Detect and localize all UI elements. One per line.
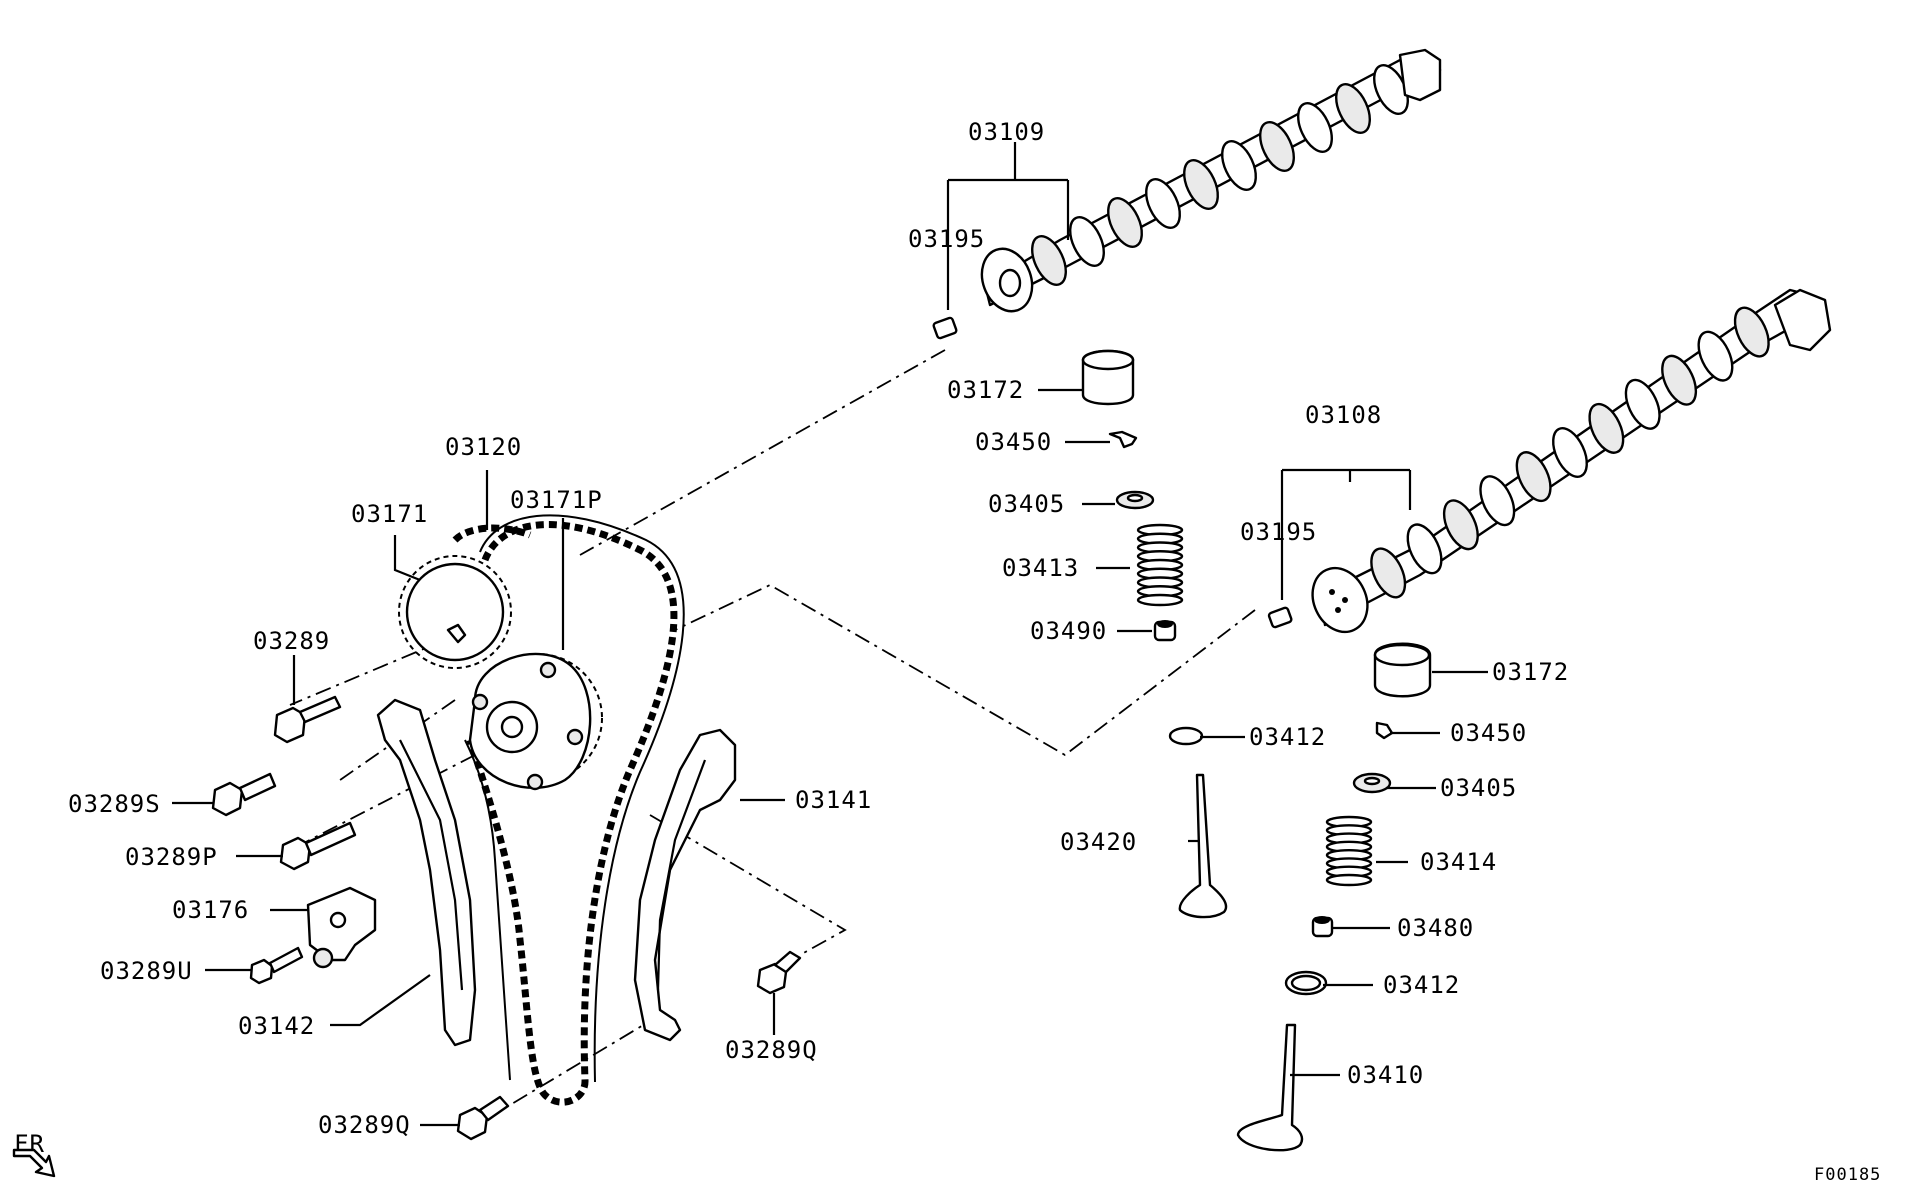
label-03289Q-right: 03289Q bbox=[725, 1036, 818, 1064]
dowel-pin-lower[interactable] bbox=[1267, 606, 1293, 629]
label-03413: 03413 bbox=[1002, 554, 1079, 582]
label-03120: 03120 bbox=[445, 433, 522, 461]
cam-lobe bbox=[1588, 402, 1625, 454]
valve-lifter-upper[interactable] bbox=[1081, 349, 1135, 406]
label-03289U: 03289U bbox=[100, 957, 193, 985]
cam-lobe bbox=[1624, 378, 1661, 430]
intake-valve[interactable] bbox=[1178, 773, 1228, 919]
chain-tensioner-lever[interactable] bbox=[633, 728, 737, 1042]
intake-camshaft[interactable] bbox=[1302, 288, 1832, 641]
stem-seal-lower[interactable] bbox=[1311, 916, 1334, 938]
cam-lobe bbox=[1297, 102, 1333, 153]
label-03412-upper: 03412 bbox=[1249, 723, 1326, 751]
exhaust-valve[interactable] bbox=[1236, 1023, 1304, 1152]
spring-retainer-lower[interactable] bbox=[1352, 772, 1392, 794]
cam-lobe bbox=[1145, 178, 1181, 229]
spring-coil bbox=[1136, 593, 1184, 607]
part-labels: 03109 03195 03172 03450 03405 03413 0349… bbox=[68, 118, 1569, 1139]
label-03108: 03108 bbox=[1305, 401, 1382, 429]
cam-lobe bbox=[1221, 140, 1257, 191]
vvt-sprocket[interactable] bbox=[468, 652, 603, 791]
cam-lobe bbox=[1370, 547, 1407, 599]
stem-seal-upper[interactable] bbox=[1153, 620, 1177, 642]
label-03195-lower: 03195 bbox=[1240, 518, 1317, 546]
spring-seat-upper[interactable] bbox=[1168, 726, 1204, 746]
cam-lobe bbox=[1335, 83, 1371, 134]
label-03289S: 03289S bbox=[68, 790, 161, 818]
valve-lifter-lower[interactable] bbox=[1373, 642, 1432, 698]
label-03289: 03289 bbox=[253, 627, 330, 655]
bolt-03289U[interactable] bbox=[249, 946, 304, 985]
label-03109: 03109 bbox=[968, 118, 1045, 146]
cam-lobe bbox=[1479, 475, 1516, 527]
cam-lobe bbox=[1442, 499, 1479, 551]
cam-lobe bbox=[1107, 197, 1143, 248]
leader-lines bbox=[172, 142, 1488, 1127]
cam-lobe bbox=[1697, 330, 1734, 382]
exhaust-sprocket[interactable] bbox=[398, 555, 512, 669]
label-03450-upper: 03450 bbox=[975, 428, 1052, 456]
chain-guide[interactable] bbox=[376, 698, 477, 1047]
label-03172-lower: 03172 bbox=[1492, 658, 1569, 686]
label-03171: 03171 bbox=[351, 500, 428, 528]
figure-id: F00185 bbox=[1814, 1165, 1881, 1185]
label-03405-upper: 03405 bbox=[988, 490, 1065, 518]
timing-chain[interactable] bbox=[452, 514, 685, 1106]
cam-lobe bbox=[1515, 451, 1552, 503]
cam-lobe bbox=[1406, 523, 1443, 575]
label-03412-lower: 03412 bbox=[1383, 971, 1460, 999]
cam-lobe bbox=[1031, 235, 1067, 286]
dowel-pin-upper[interactable] bbox=[932, 316, 958, 340]
front-direction-indicator: FR bbox=[12, 1130, 56, 1178]
valve-spring-lower[interactable] bbox=[1325, 815, 1373, 887]
bolt-03289P[interactable] bbox=[279, 821, 357, 871]
exhaust-camshaft[interactable] bbox=[974, 48, 1442, 318]
cam-lobe bbox=[1661, 354, 1698, 406]
label-03420: 03420 bbox=[1060, 828, 1137, 856]
label-03195-upper: 03195 bbox=[908, 225, 985, 253]
bolt-03289Q-bottom[interactable] bbox=[456, 1095, 510, 1141]
spring-coil bbox=[1325, 873, 1373, 887]
chain-tensioner[interactable] bbox=[306, 886, 377, 969]
valve-spring-upper[interactable] bbox=[1136, 523, 1184, 607]
label-03289P: 03289P bbox=[125, 843, 218, 871]
cam-lobe bbox=[1733, 306, 1770, 358]
label-03141: 03141 bbox=[795, 786, 872, 814]
valve-keeper-lower[interactable] bbox=[1375, 721, 1394, 740]
label-03171P: 03171P bbox=[510, 486, 603, 514]
spring-retainer-upper[interactable] bbox=[1115, 490, 1155, 510]
label-03142: 03142 bbox=[238, 1012, 315, 1040]
spring-seat-lower[interactable] bbox=[1284, 970, 1328, 996]
label-03289Q-bottom: 03289Q bbox=[318, 1111, 411, 1139]
label-03490: 03490 bbox=[1030, 617, 1107, 645]
label-03480: 03480 bbox=[1397, 914, 1474, 942]
valve-keeper-upper[interactable] bbox=[1108, 430, 1138, 449]
cam-lobe bbox=[1259, 121, 1295, 172]
bolt-03289[interactable] bbox=[273, 695, 342, 744]
bolt-03289S[interactable] bbox=[211, 772, 277, 817]
front-arrow-icon bbox=[12, 1148, 56, 1178]
cam-lobe bbox=[1552, 427, 1588, 478]
label-03414: 03414 bbox=[1420, 848, 1497, 876]
cam-lobe bbox=[1069, 216, 1105, 267]
label-03410: 03410 bbox=[1347, 1061, 1424, 1089]
label-03450-lower: 03450 bbox=[1450, 719, 1527, 747]
bolt-03289Q-right[interactable] bbox=[756, 950, 802, 995]
label-03405-lower: 03405 bbox=[1440, 774, 1517, 802]
label-03172-upper: 03172 bbox=[947, 376, 1024, 404]
cam-lobe bbox=[1183, 159, 1219, 210]
label-03176: 03176 bbox=[172, 896, 249, 924]
